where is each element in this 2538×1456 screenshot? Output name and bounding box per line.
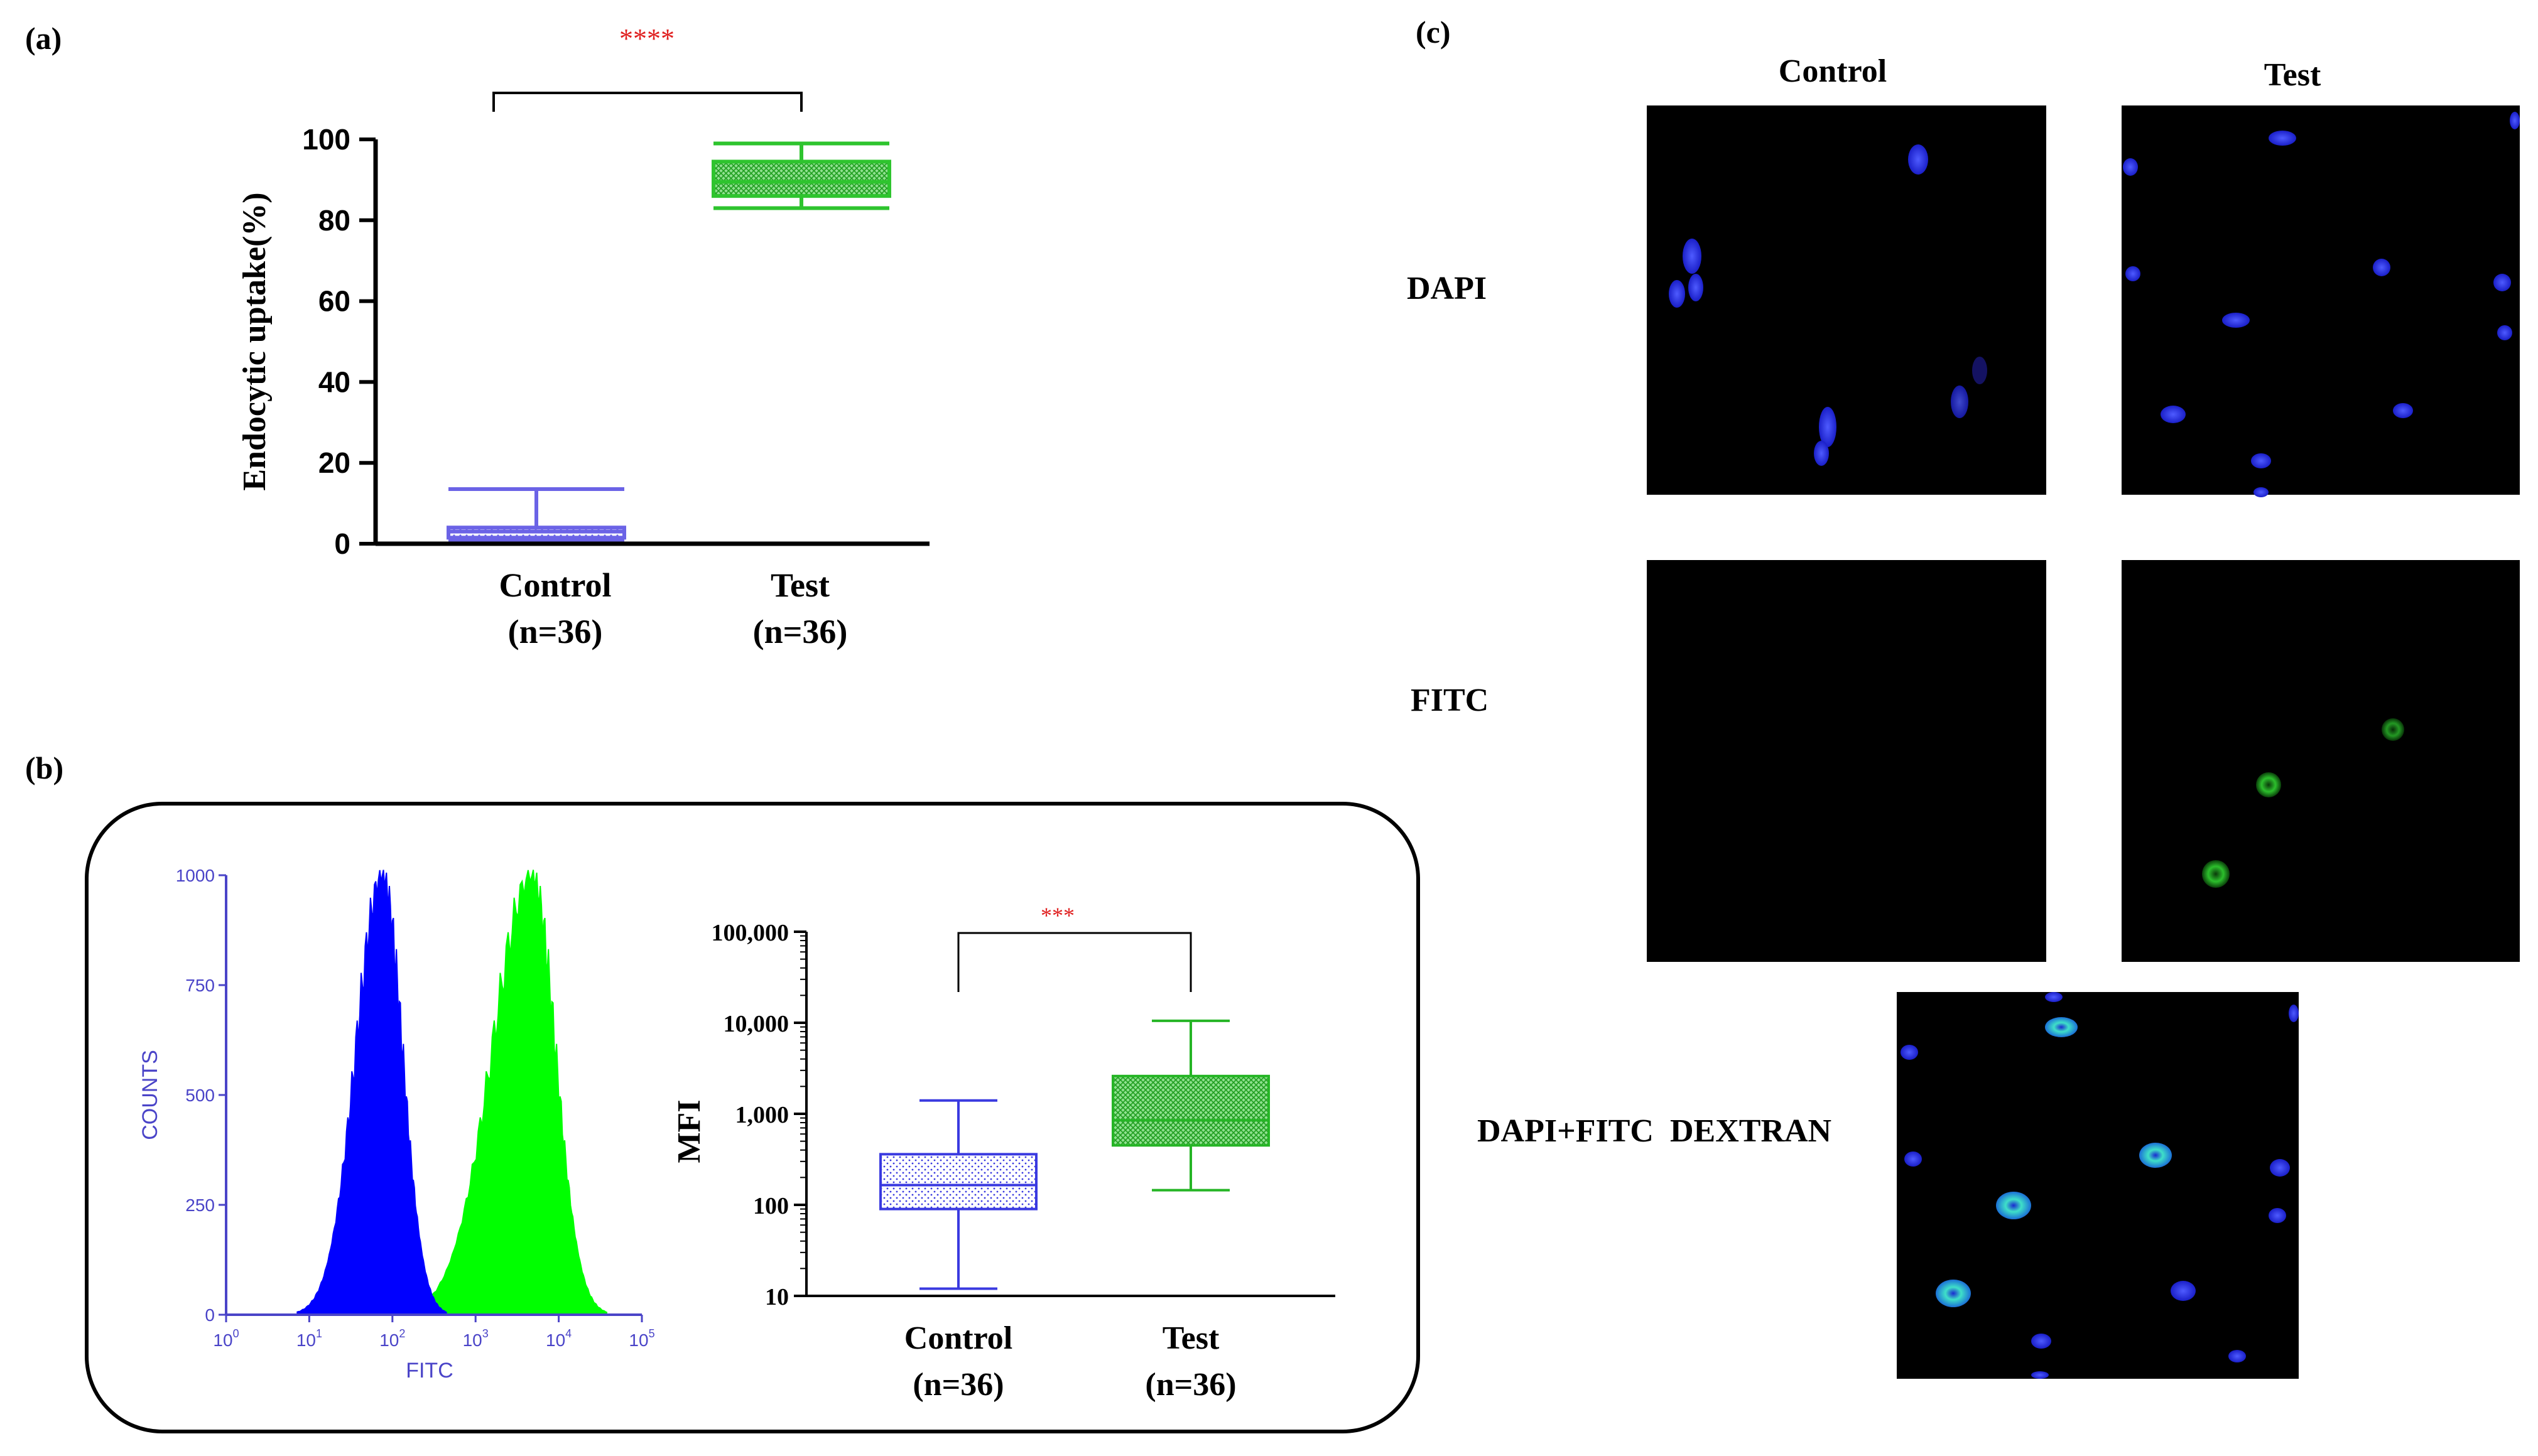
micrograph-control-dapi — [1647, 105, 2046, 495]
y-axis-title: MFI — [671, 1099, 707, 1163]
y-tick-label: 100 — [753, 1193, 789, 1219]
x-tick-exponent: 0 — [233, 1327, 239, 1340]
x-tick-label: 105 — [629, 1327, 654, 1350]
x-tick-label: 104 — [546, 1327, 572, 1350]
x-tick-exponent: 5 — [649, 1327, 655, 1340]
panel-b-label: (b) — [25, 750, 63, 785]
significance-bracket — [492, 92, 803, 112]
x-tick-label: 100 — [213, 1327, 239, 1350]
y-tick-label: 60 — [318, 285, 350, 318]
x-tick-label: 101 — [296, 1327, 322, 1350]
x-tick-exponent: 2 — [399, 1327, 405, 1340]
row-label-fitc: FITC — [1411, 682, 1489, 718]
y-tick-label: 100,000 — [712, 920, 789, 946]
panel-c-label: (c) — [1416, 14, 1451, 50]
row-label-dapi: DAPI — [1407, 271, 1487, 306]
y-tick-label: 10 — [765, 1284, 789, 1310]
col-header-control: Control — [1779, 53, 1887, 89]
x-category-label: Test — [1163, 1320, 1220, 1356]
y-tick-label: 20 — [318, 446, 350, 479]
micrograph-test-fitc — [2122, 560, 2520, 962]
x-category-n: (n=36) — [1145, 1367, 1236, 1403]
col-header-test: Test — [2264, 57, 2321, 93]
x-tick-exponent: 3 — [482, 1327, 489, 1340]
y-tick-label: 750 — [185, 976, 215, 995]
row-label-merge: DAPI+FITC DEXTRAN — [1477, 1113, 1831, 1149]
y-tick-label: 500 — [185, 1086, 215, 1105]
y-tick-label: 1000 — [176, 866, 215, 885]
y-axis-title: Endocytic uptake(%) — [237, 192, 273, 490]
y-tick-label: 40 — [318, 365, 350, 398]
x-tick-exponent: 1 — [316, 1327, 322, 1340]
x-category-label: Control — [499, 566, 611, 604]
x-category-label: Test — [771, 566, 830, 604]
micrograph-test-dapi — [2122, 105, 2520, 497]
y-tick-label: 0 — [334, 527, 350, 560]
panel-b-frame — [85, 802, 1420, 1433]
x-category-n: (n=36) — [508, 613, 603, 650]
histogram-series-control — [296, 870, 447, 1315]
y-tick-label: 80 — [318, 204, 350, 237]
significance-marker: **** — [619, 23, 675, 54]
histogram-series-test — [403, 870, 607, 1315]
x-category-label: Control — [904, 1320, 1012, 1356]
micrograph-control-fitc — [1647, 560, 2046, 962]
y-tick-label: 1,000 — [735, 1102, 789, 1128]
x-tick-label: 102 — [379, 1327, 405, 1350]
x-axis-title: FITC — [406, 1359, 453, 1383]
x-category-n: (n=36) — [913, 1367, 1004, 1403]
micrograph-merge-dapi-fitc-dextran — [1897, 992, 2299, 1379]
significance-bracket — [957, 932, 1192, 992]
box-iqr — [879, 1153, 1038, 1211]
x-tick-label: 103 — [463, 1327, 489, 1350]
y-tick-label: 0 — [205, 1305, 215, 1325]
box-iqr — [712, 159, 891, 198]
y-tick-label: 100 — [302, 123, 350, 156]
box-iqr — [1112, 1074, 1270, 1147]
significance-marker: *** — [1041, 903, 1075, 928]
y-tick-label: 10,000 — [724, 1011, 789, 1037]
y-tick-label: 250 — [185, 1195, 215, 1215]
x-tick-exponent: 4 — [565, 1327, 572, 1340]
x-category-n: (n=36) — [753, 613, 848, 650]
y-axis-title: COUNTS — [138, 1050, 162, 1140]
panel-a-label: (a) — [25, 21, 62, 56]
